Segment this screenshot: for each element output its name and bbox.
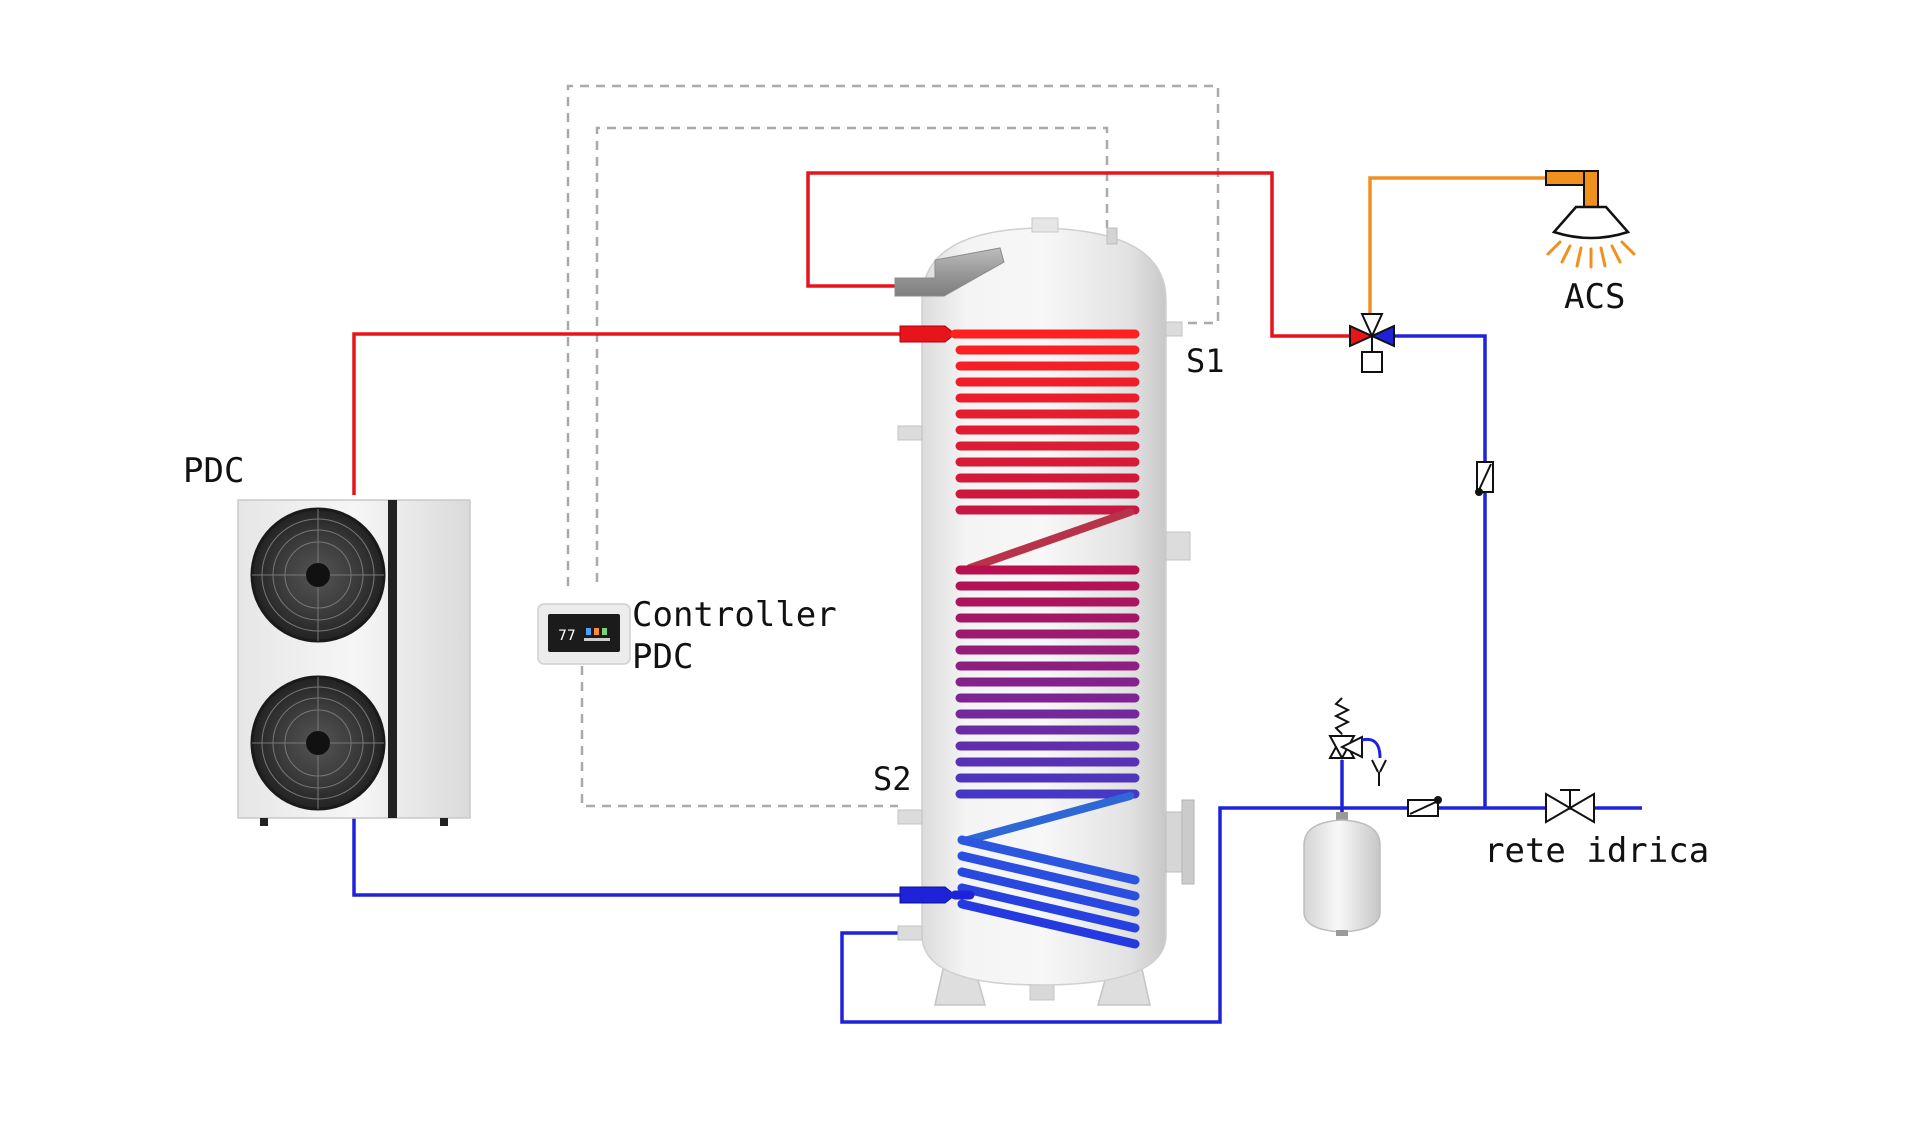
pdc-label: PDC [183,451,244,491]
middle-heating-coil [955,565,1140,844]
shutoff-valve-icon [1545,789,1595,824]
lower-heating-coil [950,835,1140,949]
sensor-s2-label: S2 [873,760,912,798]
controller-signal-wires [566,84,1220,808]
sensor-s1-label: S1 [1186,342,1225,380]
controller-label-line1: Controller [632,595,837,635]
safety-valve-icon [1328,697,1387,786]
mixing-cold-pipe [1390,334,1487,808]
controller-icon: 77 [537,603,631,665]
upper-heating-coil [950,329,1140,572]
controller-label-line2: PDC [632,637,693,677]
three-way-valve-icon [1349,313,1395,373]
fan-top-icon [250,507,386,643]
acs-pipe [1368,176,1548,315]
hot-pipes [352,171,1350,495]
tank-cold-inlet-pipe [840,806,1642,1024]
check-valve-horizontal-icon [1407,796,1442,817]
acs-label: ACS [1564,277,1625,317]
heat-pump-unit [237,499,471,826]
shower-icon [1545,170,1636,269]
tank-hot-outlet-pipe [806,171,1350,338]
fan-bottom-icon [250,675,386,811]
pdc-flow-pipe [352,332,900,495]
signal-wire-s1 [566,84,1220,586]
signal-wire-tank-top [595,126,1109,582]
mains-label: rete idrica [1484,831,1709,871]
signal-wire-s2 [580,650,898,808]
cold-pipes [352,334,1642,1024]
check-valve-vertical-icon [1475,461,1494,496]
pdc-return-pipe [352,818,900,897]
expansion-vessel-icon [1303,812,1381,936]
controller-display-value: 77 [558,628,576,644]
